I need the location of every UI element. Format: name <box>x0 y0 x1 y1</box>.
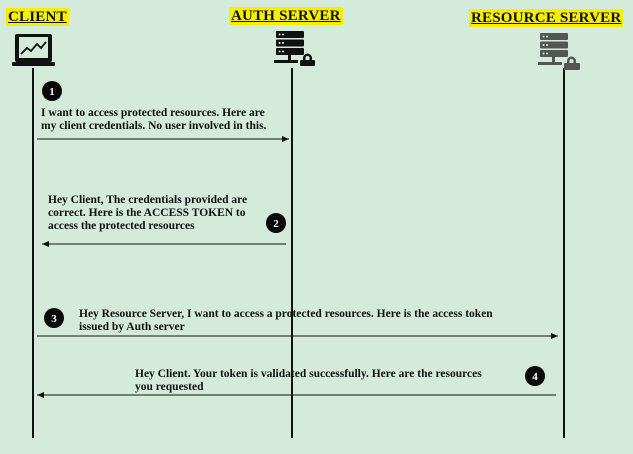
step-number-4: 4 <box>532 371 538 383</box>
client-label: CLIENT <box>6 8 69 26</box>
message-2-text: Hey Client, The credentials provided are… <box>48 194 248 232</box>
step-badge-4: 4 <box>525 366 545 386</box>
step-number-1: 1 <box>49 86 55 98</box>
laptop-icon <box>12 34 55 66</box>
step-number-3: 3 <box>51 313 57 325</box>
server-lock-icon <box>538 33 580 70</box>
step-badge-3: 3 <box>44 308 64 328</box>
message-1-text: I want to access protected resources. He… <box>41 107 267 132</box>
auth-server-label: AUTH SERVER <box>229 7 343 25</box>
step-number-2: 2 <box>273 218 279 230</box>
resource-server-label: RESOURCE SERVER <box>469 9 624 27</box>
step-badge-1: 1 <box>42 81 62 101</box>
step-badge-2: 2 <box>266 213 286 233</box>
message-4-text: Hey Client. Your token is validated succ… <box>135 368 482 393</box>
message-3-text: Hey Resource Server, I want to access a … <box>79 308 493 333</box>
server-lock-icon <box>274 31 315 66</box>
